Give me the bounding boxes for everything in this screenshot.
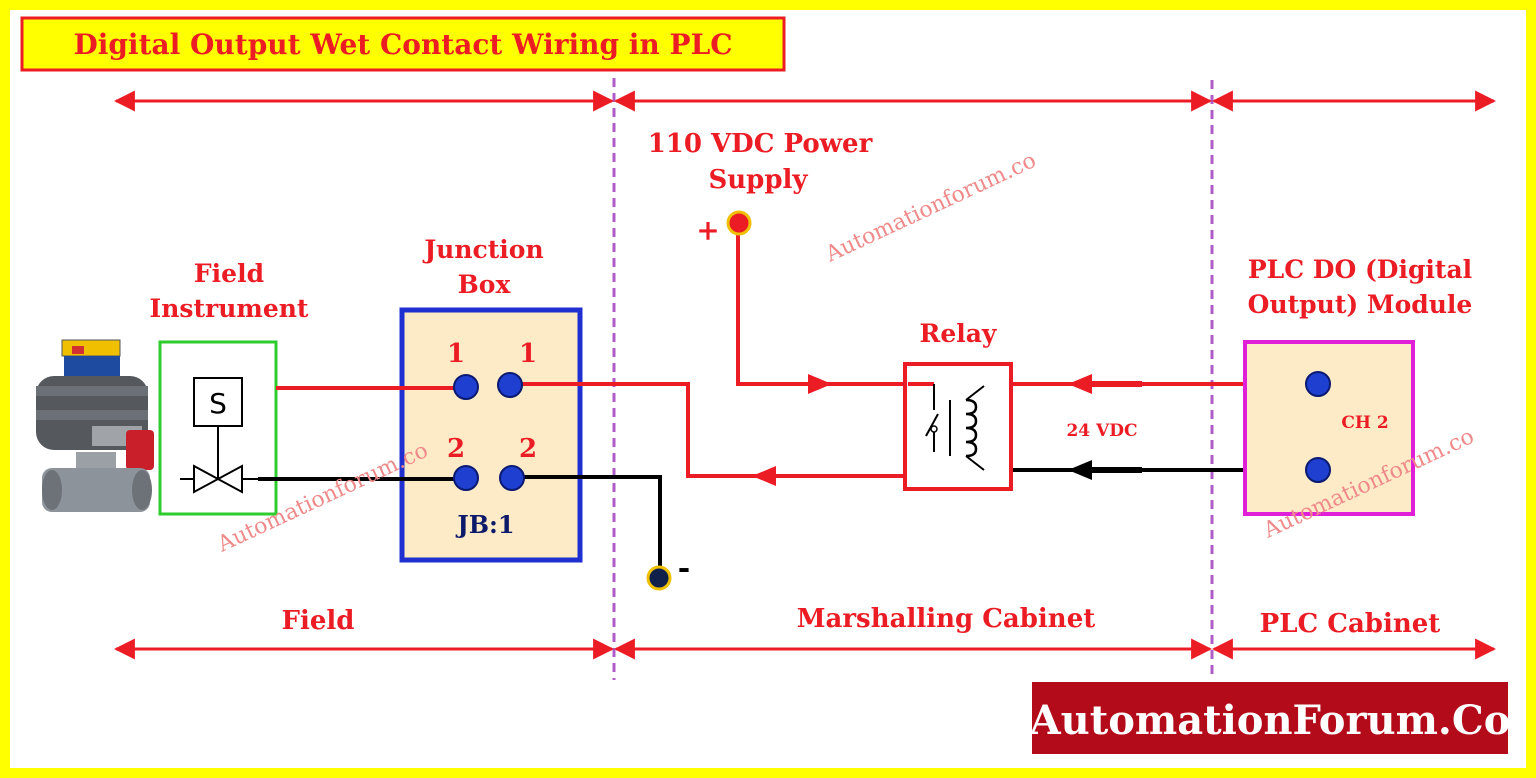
power-supply-label-line2: Supply (708, 165, 808, 195)
zone-label-marshalling: Marshalling Cabinet (797, 604, 1096, 634)
plc-module-label-line2: Output) Module (1248, 290, 1473, 319)
jb-terminal-2-left-label: 2 (447, 434, 465, 464)
brand-banner (1032, 682, 1508, 754)
relay-label: Relay (920, 319, 998, 348)
solenoid-box (193, 377, 243, 427)
flow-arrow-return (752, 466, 776, 486)
valve-symbol-icon (193, 464, 243, 494)
plc-channel-label: CH 2 (1341, 413, 1388, 433)
junction-box-label-line1: Junction (422, 235, 543, 264)
junction-box-label-line2: Box (458, 270, 512, 299)
relay-contact-arm (925, 413, 939, 437)
flow-arrow-plc-red (1068, 374, 1092, 394)
power-minus-sign: - (678, 551, 690, 586)
jb-name: JB:1 (455, 510, 514, 539)
zone-label-plc: PLC Cabinet (1260, 609, 1441, 639)
relay-coil-bottom-lead (965, 455, 985, 471)
jb-terminal-1-right[interactable] (497, 372, 523, 398)
plc-module-label-line1: PLC DO (Digital (1248, 255, 1472, 284)
relay-coil-icon (965, 398, 978, 458)
voltage-label: 24 VDC (1066, 421, 1137, 441)
jb-terminal-2-right[interactable] (499, 465, 525, 491)
jb-terminal-1-left-label: 1 (447, 339, 465, 369)
field-instrument-label-line1: Field (194, 259, 264, 288)
diagram-title: Digital Output Wet Contact Wiring in PLC (73, 28, 732, 61)
field-instrument-label-line2: Instrument (150, 294, 309, 323)
flow-arrow-plc-black (1068, 460, 1092, 480)
brand-name: AutomationForum.Co (1029, 697, 1511, 744)
flow-arrow-supply (808, 374, 832, 394)
power-plus-sign: + (696, 214, 719, 247)
jb-terminal-1-left[interactable] (453, 374, 479, 400)
jb-terminal-1-right-label: 1 (519, 339, 537, 369)
plc-terminal-top[interactable] (1305, 371, 1331, 397)
jb-terminal-2-left[interactable] (453, 465, 479, 491)
plc-terminal-bottom[interactable] (1305, 457, 1331, 483)
junction-box (399, 307, 583, 563)
title-box (20, 16, 786, 72)
power-negative-terminal[interactable] (646, 565, 672, 591)
power-supply-label-line1: 110 VDC Power (648, 129, 873, 159)
relay-coil-top-lead (965, 385, 985, 401)
solenoid-symbol: S (209, 387, 227, 420)
actuator-valve-image (36, 339, 154, 512)
power-positive-terminal[interactable] (726, 210, 752, 236)
zone-label-field: Field (282, 606, 355, 636)
jb-terminal-2-right-label: 2 (519, 434, 537, 464)
plc-do-module-box (1243, 340, 1415, 516)
watermark-top: Automationforum.co (821, 148, 1040, 268)
